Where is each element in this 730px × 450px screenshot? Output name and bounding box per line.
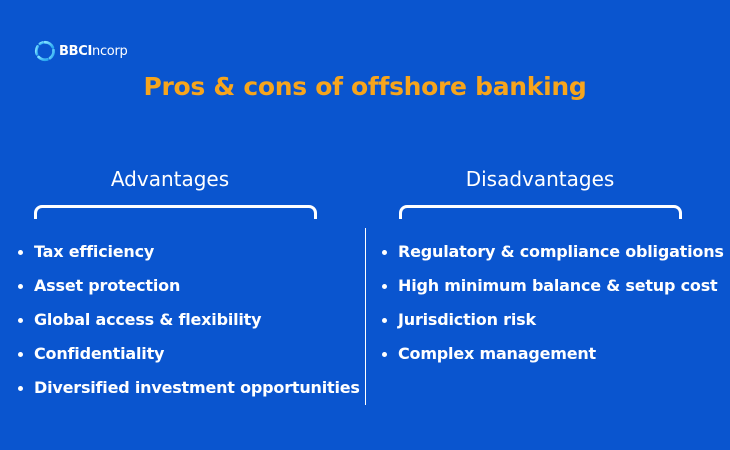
list-item: Regulatory & compliance obligations	[382, 235, 724, 269]
disadvantages-bracket	[399, 205, 682, 219]
bullet-icon	[382, 284, 387, 289]
advantages-bracket	[34, 205, 317, 219]
list-item: High minimum balance & setup cost	[382, 269, 724, 303]
bullet-icon	[382, 318, 387, 323]
bullet-icon	[18, 386, 23, 391]
bullet-icon	[382, 352, 387, 357]
page-title: Pros & cons of offshore banking	[143, 72, 587, 101]
list-item: Asset protection	[18, 269, 360, 303]
aperture-logo-icon	[35, 40, 55, 62]
bullet-icon	[382, 250, 387, 255]
list-item: Tax efficiency	[18, 235, 360, 269]
bullet-icon	[18, 352, 23, 357]
bullet-icon	[18, 318, 23, 323]
list-item: Confidentiality	[18, 337, 360, 371]
bullet-icon	[18, 284, 23, 289]
disadvantages-list: Regulatory & compliance obligations High…	[382, 235, 724, 371]
bullet-icon	[18, 250, 23, 255]
disadvantages-heading: Disadvantages	[465, 167, 615, 191]
brand-logo: BBCIncorp	[34, 40, 128, 62]
list-item: Jurisdiction risk	[382, 303, 724, 337]
advantages-heading: Advantages	[110, 167, 230, 191]
list-item: Global access & flexibility	[18, 303, 360, 337]
list-item: Diversified investment opportunities	[18, 371, 360, 405]
advantages-list: Tax efficiency Asset protection Global a…	[18, 235, 360, 405]
brand-name: BBCIncorp	[59, 43, 128, 59]
list-item: Complex management	[382, 337, 724, 371]
column-divider	[365, 228, 366, 405]
